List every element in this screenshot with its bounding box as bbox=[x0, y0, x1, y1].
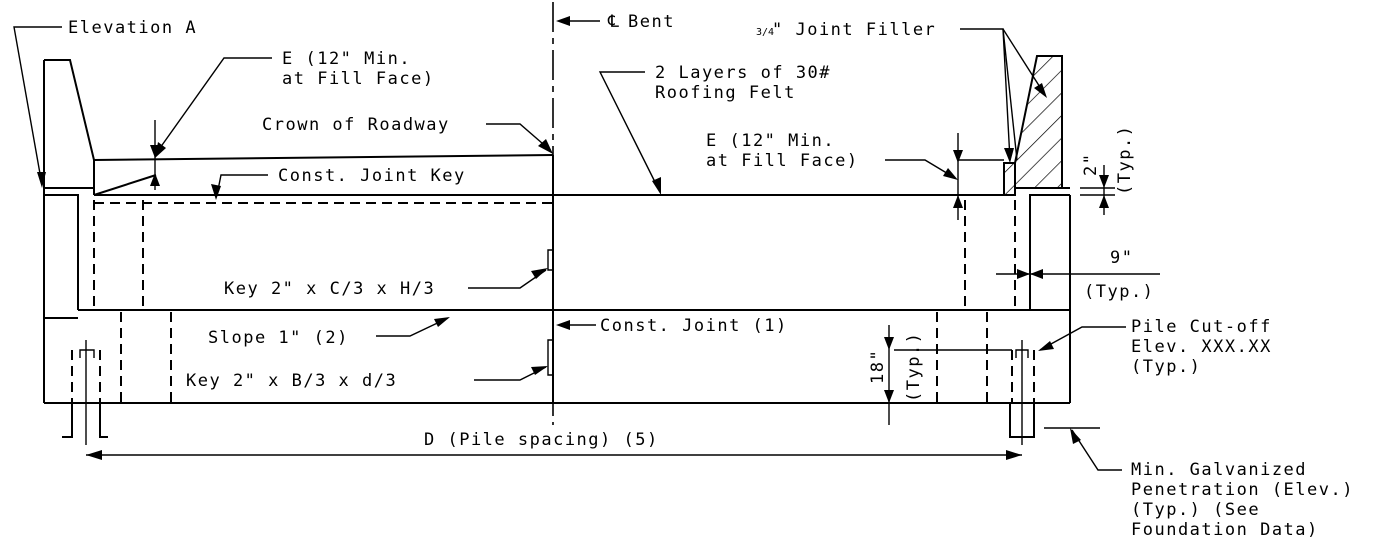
label-slope: Slope 1" (2) bbox=[208, 328, 349, 348]
label-pile-spacing: D (Pile spacing) (5) bbox=[424, 430, 659, 450]
label-roofing-1: 2 Layers of 30# bbox=[655, 63, 831, 83]
label-typ-18: (Typ.) bbox=[904, 332, 924, 402]
label-pile-cutoff-1: Pile Cut-off bbox=[1131, 317, 1272, 337]
label-18-inch: 18" bbox=[868, 349, 888, 384]
label-crown: Crown of Roadway bbox=[262, 115, 450, 135]
label-min-galv-2: Penetration (Elev.) bbox=[1131, 480, 1354, 500]
label-e-min-left-2: at Fill Face) bbox=[282, 69, 435, 89]
label-const-joint: Const. Joint (1) bbox=[600, 316, 788, 336]
label-min-galv-4: Foundation Data) bbox=[1131, 520, 1319, 540]
label-min-galv-1: Min. Galvanized bbox=[1131, 460, 1307, 480]
label-bent: Bent bbox=[628, 12, 675, 32]
label-const-joint-key: Const. Joint Key bbox=[278, 166, 466, 186]
label-roofing-2: Roofing Felt bbox=[655, 83, 796, 103]
label-elevation-a: Elevation A bbox=[68, 18, 197, 38]
label-e-min-left-1: E (12" Min. bbox=[282, 49, 411, 69]
shear-keys bbox=[547, 249, 553, 376]
label-typ-2: (Typ.) bbox=[1115, 125, 1135, 195]
label-pile-cutoff-3: (Typ.) bbox=[1131, 357, 1201, 377]
label-joint-filler: " Joint Filler bbox=[772, 20, 936, 40]
label-key-c: Key 2" x C/3 x H/3 bbox=[224, 279, 435, 299]
label-9-inch: 9" bbox=[1110, 248, 1133, 268]
label-typ-9: (Typ.) bbox=[1084, 282, 1154, 302]
label-pile-cutoff-2: Elev. XXX.XX bbox=[1131, 337, 1272, 357]
hidden-lines bbox=[71, 200, 1035, 403]
label-2-inch: 2" bbox=[1081, 153, 1101, 176]
label-e-min-right-2: at Fill Face) bbox=[706, 151, 859, 171]
label-joint-filler-fraction: 3/4 bbox=[756, 27, 774, 38]
piles bbox=[62, 340, 1035, 445]
label-min-galv-3: (Typ.) (See bbox=[1131, 500, 1260, 520]
label-bent-symbol: ℄ bbox=[607, 12, 620, 32]
right-backwall bbox=[1003, 55, 1063, 196]
leader-lines bbox=[13, 16, 1160, 471]
label-key-b: Key 2" x B/3 x d/3 bbox=[186, 371, 397, 391]
label-e-min-right-1: E (12" Min. bbox=[706, 131, 835, 151]
